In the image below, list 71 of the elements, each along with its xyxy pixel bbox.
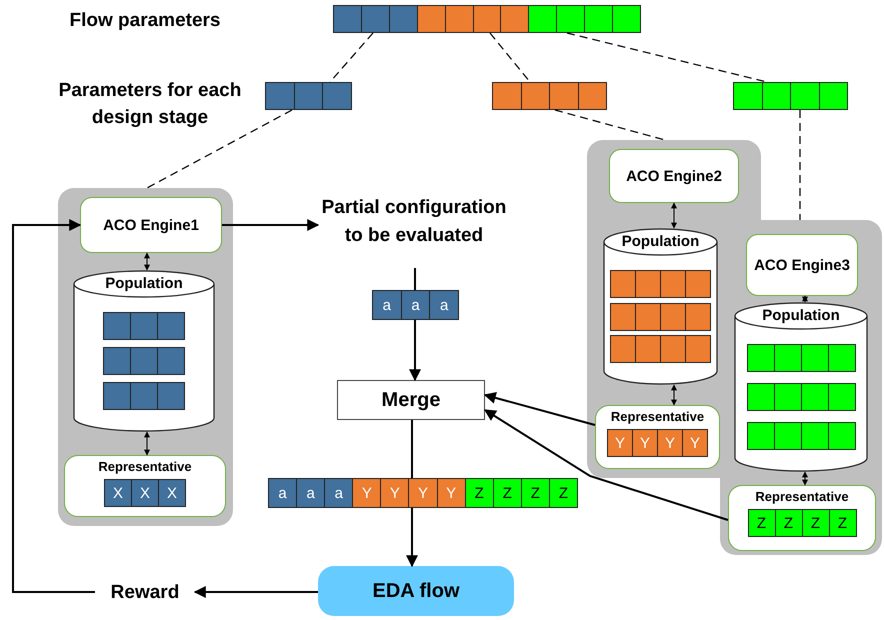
flow-label: Reward bbox=[95, 578, 195, 608]
dashed-line bbox=[799, 110, 801, 220]
parameter-cell: Z bbox=[520, 478, 550, 508]
parameter-cell: a bbox=[429, 290, 460, 320]
parameter-cell: a bbox=[268, 478, 298, 508]
dashed-line bbox=[554, 109, 666, 141]
parameter-cell: Z bbox=[748, 509, 776, 537]
flow-label: Partial configuration to be evaluated bbox=[318, 176, 510, 268]
heading-label: Parameters for each design stage bbox=[58, 79, 242, 130]
parameter-array bbox=[333, 5, 641, 33]
eda-flow-box: EDA flow bbox=[318, 566, 514, 616]
engine-box: ACO Engine3 bbox=[746, 234, 858, 296]
engine-panel bbox=[720, 220, 882, 555]
population-label: Population bbox=[104, 275, 184, 292]
dashed-line bbox=[330, 32, 374, 82]
population-cylinder bbox=[603, 228, 718, 385]
engine-box: ACO Engine2 bbox=[609, 149, 739, 203]
dashed-line bbox=[490, 32, 530, 82]
population-cylinder bbox=[73, 270, 215, 432]
population-label: Population bbox=[761, 307, 841, 324]
representative-label: Representative bbox=[98, 459, 192, 474]
arrow bbox=[671, 202, 677, 229]
engine-panel bbox=[58, 188, 233, 526]
representative-box bbox=[595, 405, 720, 469]
population-label: Population bbox=[620, 233, 700, 250]
parameter-cell: a bbox=[296, 478, 326, 508]
representative-box bbox=[64, 455, 226, 517]
parameter-cell: Z bbox=[828, 509, 856, 537]
arrow bbox=[484, 409, 728, 521]
arrow bbox=[144, 252, 150, 271]
parameter-cell: Y bbox=[408, 478, 438, 508]
arrow bbox=[484, 392, 596, 426]
parameter-cell: X bbox=[158, 479, 186, 507]
parameter-cell: Y bbox=[352, 478, 382, 508]
parameter-array bbox=[492, 82, 607, 110]
parameter-cell: a bbox=[372, 290, 402, 320]
parameter-array bbox=[733, 82, 848, 110]
parameter-cell: X bbox=[104, 479, 132, 507]
dashed-line bbox=[566, 32, 768, 83]
heading-label: Flow parameters bbox=[68, 9, 222, 33]
parameter-cell: Z bbox=[774, 509, 802, 537]
arrow bbox=[409, 320, 421, 382]
parameter-cell: Y bbox=[436, 478, 466, 508]
arrow bbox=[802, 295, 808, 303]
parameter-cell: Y bbox=[607, 429, 633, 457]
arrow bbox=[222, 219, 320, 231]
parameter-cell: Z bbox=[802, 509, 830, 537]
dashed-line bbox=[146, 109, 292, 189]
parameter-array bbox=[265, 82, 352, 110]
parameter-cell: X bbox=[131, 479, 159, 507]
parameter-cell: Y bbox=[657, 429, 683, 457]
arrow bbox=[406, 508, 418, 568]
parameter-cell: Z bbox=[464, 478, 494, 508]
parameter-cell: Y bbox=[632, 429, 658, 457]
arrow bbox=[194, 586, 318, 598]
representative-label: Representative bbox=[755, 489, 849, 504]
parameter-cell: Y bbox=[682, 429, 708, 457]
arrow bbox=[12, 219, 95, 593]
representative-label: Representative bbox=[610, 409, 704, 424]
parameter-cell: a bbox=[400, 290, 430, 320]
arrow bbox=[802, 471, 808, 486]
parameter-cell: Z bbox=[492, 478, 522, 508]
arrow bbox=[144, 431, 150, 456]
parameter-cell: Y bbox=[380, 478, 410, 508]
population-cylinder bbox=[734, 302, 868, 472]
merge-box: Merge bbox=[337, 380, 485, 420]
parameter-cell: Z bbox=[548, 478, 578, 508]
arrow bbox=[671, 384, 677, 406]
engine-box: ACO Engine1 bbox=[80, 197, 222, 253]
representative-box bbox=[728, 485, 876, 551]
parameter-cell: a bbox=[324, 478, 354, 508]
